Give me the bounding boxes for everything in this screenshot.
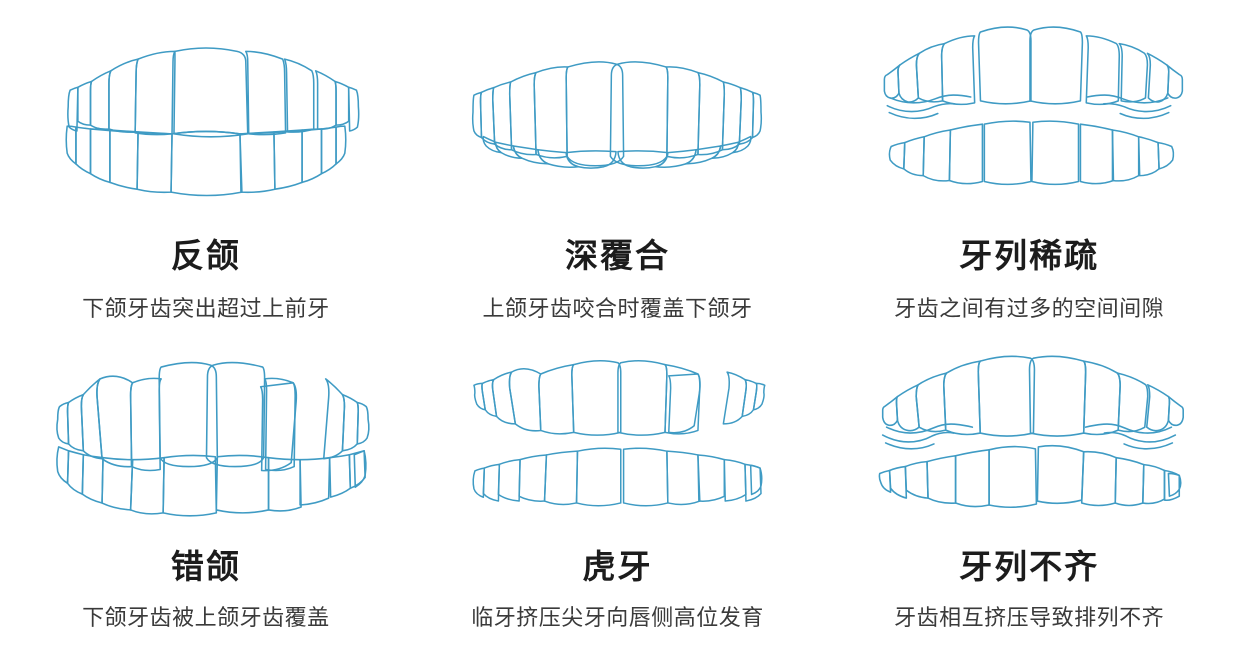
teeth-underbite-illustration [0,6,412,221]
card-spacing: 牙列稀疏 牙齿之间有过多的空间间隙 [823,0,1235,340]
card-description: 上颌牙齿咬合时覆盖下颌牙 [482,296,753,321]
card-title: 牙列不齐 [959,548,1100,585]
card-malocclusion: 错颌 下颌牙齿被上颌牙齿覆盖 [0,340,412,671]
card-title: 反颌 [170,237,241,274]
card-description: 下颌牙齿突出超过上前牙 [82,296,330,321]
card-description: 下颌牙齿被上颌牙齿覆盖 [82,605,330,630]
card-title: 牙列稀疏 [959,237,1100,274]
card-canine: 虎牙 临牙挤压尖牙向唇侧高位发育 [412,340,824,671]
card-title: 错颌 [170,548,241,585]
teeth-malocclusion-illustration [0,348,412,528]
teeth-canine-illustration [412,348,824,528]
card-underbite: 反颌 下颌牙齿突出超过上前牙 [0,0,412,340]
teeth-deep-overbite-illustration [412,6,824,221]
card-description: 临牙挤压尖牙向唇侧高位发育 [471,605,764,630]
card-description: 牙齿之间有过多的空间间隙 [894,296,1165,321]
card-description: 牙齿相互挤压导致排列不齐 [894,605,1165,630]
card-title: 深覆合 [564,237,670,274]
teeth-spacing-illustration [823,6,1235,221]
card-crowding: 牙列不齐 牙齿相互挤压导致排列不齐 [823,340,1235,671]
card-title: 虎牙 [582,548,653,585]
card-deep-overbite: 深覆合 上颌牙齿咬合时覆盖下颌牙 [412,0,824,340]
teeth-crowding-illustration [823,348,1235,528]
